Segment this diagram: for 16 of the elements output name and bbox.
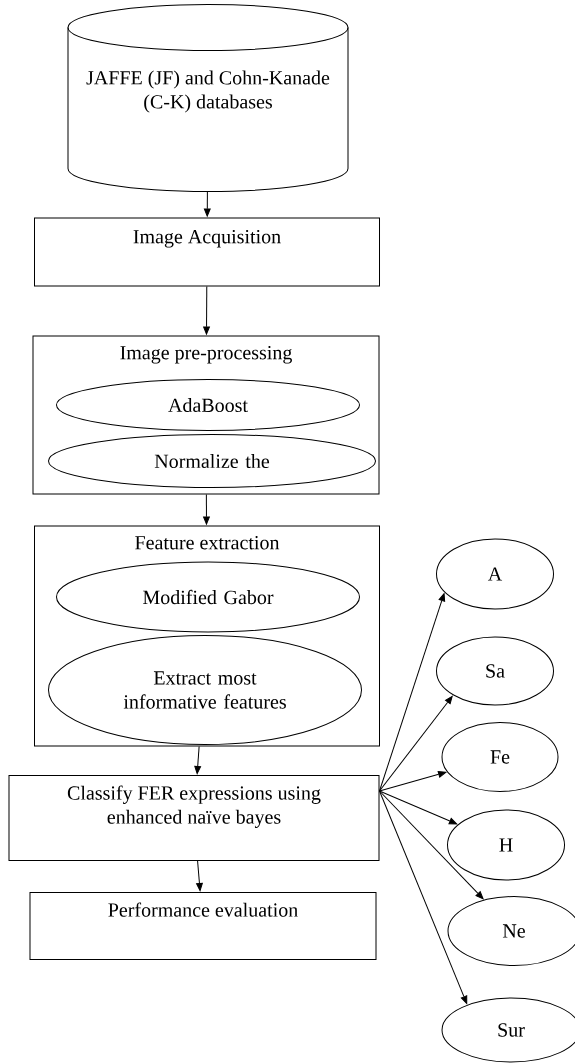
arrow bbox=[379, 770, 447, 792]
arrow bbox=[196, 860, 203, 892]
arrow bbox=[379, 695, 453, 792]
arrow bbox=[379, 593, 446, 792]
process-box: Image Acquisition bbox=[34, 217, 380, 287]
arrow bbox=[379, 790, 458, 825]
arrow bbox=[203, 494, 210, 525]
arrow bbox=[203, 191, 211, 217]
database-cylinder: JAFFE (JF) and Cohn-Kanade (C-K) databases bbox=[67, 4, 349, 192]
arrow bbox=[379, 790, 468, 1004]
arrow bbox=[203, 286, 210, 335]
arrow bbox=[379, 790, 484, 900]
node-label: JAFFE (JF) and Cohn-Kanade (C-K) databases bbox=[86, 70, 330, 113]
arrow bbox=[194, 746, 202, 775]
process-box: Classify FER expressions using enhanced naïve bayes bbox=[8, 775, 380, 861]
process-box: Performance evaluation bbox=[29, 892, 377, 960]
